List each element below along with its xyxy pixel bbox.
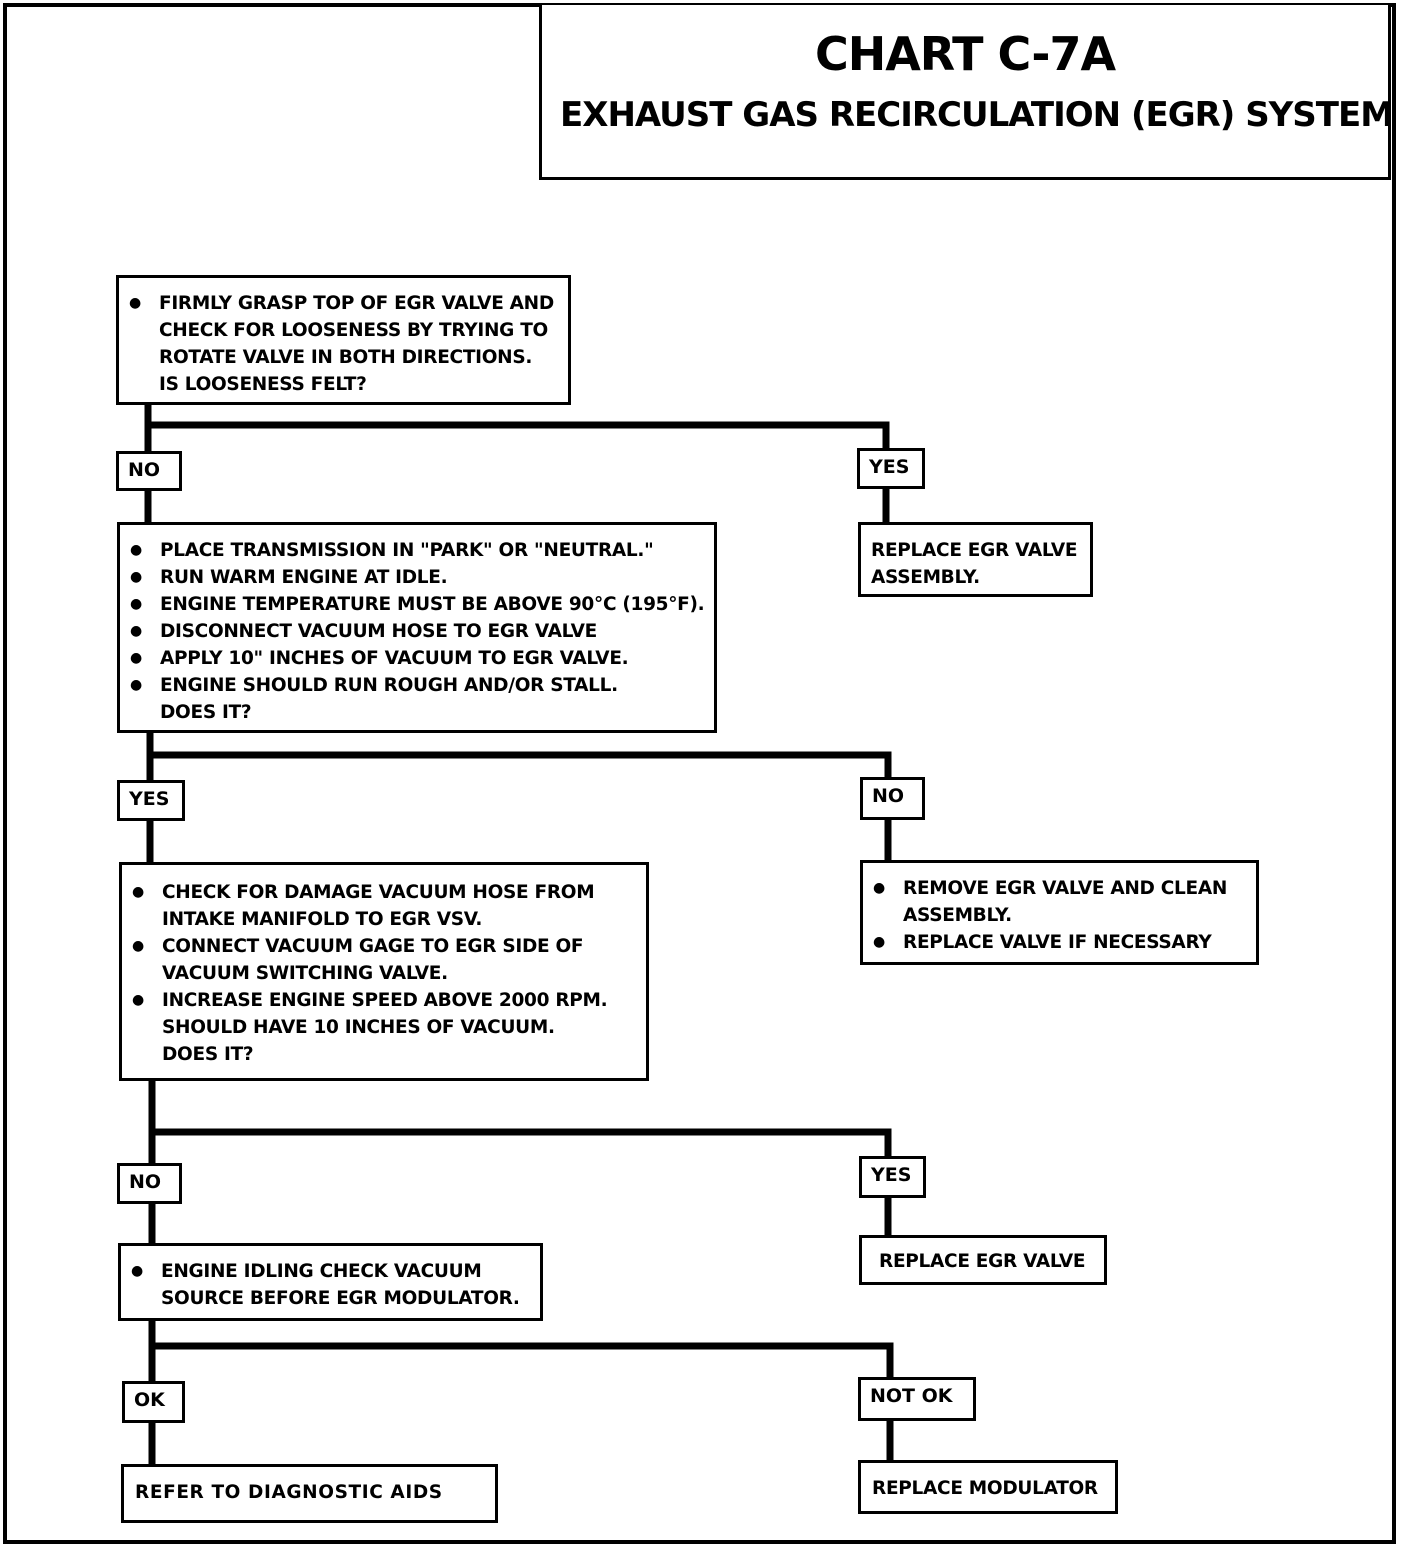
step3-no-label: NO <box>117 1163 182 1204</box>
step1-line: ROTATE VALVE IN BOTH DIRECTIONS. <box>159 347 533 368</box>
connector-step3-yes <box>148 1128 892 1163</box>
step3-item: CHECK FOR DAMAGE VACUUM HOSE FROM INTAKE… <box>122 879 646 933</box>
step3-yes-label: YES <box>859 1156 926 1198</box>
step1-no-label: NO <box>116 451 182 491</box>
result-line: REMOVE EGR VALVE AND CLEAN <box>903 878 1228 899</box>
step3-line: CHECK FOR DAMAGE VACUUM HOSE FROM <box>162 882 595 903</box>
connector-step1-yes <box>144 421 890 456</box>
step2-item: ENGINE SHOULD RUN ROUGH AND/OR STALL. <box>120 672 714 699</box>
step2-item: ENGINE TEMPERATURE MUST BE ABOVE 90°C (1… <box>120 591 714 618</box>
result-line: REFER TO DIAGNOSTIC AIDS <box>135 1482 443 1503</box>
step3-question: DOES IT? <box>162 1044 254 1065</box>
step3-line: INTAKE MANIFOLD TO EGR VSV. <box>162 909 483 930</box>
step2-no-result-box: REMOVE EGR VALVE AND CLEAN ASSEMBLY. REP… <box>860 860 1259 965</box>
step2-item: RUN WARM ENGINE AT IDLE. <box>120 564 714 591</box>
step2-no-label: NO <box>860 777 925 820</box>
step2-box: PLACE TRANSMISSION IN "PARK" OR "NEUTRAL… <box>117 522 717 733</box>
step2-item: APPLY 10" INCHES OF VACUUM TO EGR VALVE. <box>120 645 714 672</box>
step2-question: DOES IT? <box>160 702 252 723</box>
step4-item: ENGINE IDLING CHECK VACUUM SOURCE BEFORE… <box>121 1258 540 1312</box>
step3-line: CONNECT VACUUM GAGE TO EGR SIDE OF <box>162 936 584 957</box>
step1-line: CHECK FOR LOOSENESS BY TRYING TO <box>159 320 548 341</box>
step4-ok-result-box: REFER TO DIAGNOSTIC AIDS <box>121 1464 498 1523</box>
connector-step2-no <box>146 751 892 785</box>
step4-line: ENGINE IDLING CHECK VACUUM <box>161 1261 482 1282</box>
chart-subtitle: EXHAUST GAS RECIRCULATION (EGR) SYSTEM <box>560 95 1394 135</box>
title-box: CHART C-7A EXHAUST GAS RECIRCULATION (EG… <box>539 5 1394 180</box>
result-line: REPLACE EGR VALVE <box>871 540 1078 561</box>
result-item: REPLACE VALVE IF NECESSARY <box>863 929 1256 956</box>
result-line: REPLACE MODULATOR <box>872 1478 1098 1499</box>
step3-line: INCREASE ENGINE SPEED ABOVE 2000 RPM. <box>162 990 608 1011</box>
step4-not-ok-result-box: REPLACE MODULATOR <box>858 1460 1118 1514</box>
step4-ok-label: OK <box>122 1381 185 1423</box>
step1-question: IS LOOSENESS FELT? <box>159 374 367 395</box>
step2-item: DISCONNECT VACUUM HOSE TO EGR VALVE <box>120 618 714 645</box>
connector-step4-notok <box>148 1342 894 1384</box>
step3-yes-result-box: REPLACE EGR VALVE <box>859 1235 1107 1285</box>
result-item: REMOVE EGR VALVE AND CLEAN ASSEMBLY. <box>863 875 1256 929</box>
step2-yes-label: YES <box>117 780 185 821</box>
step1-yes-label: YES <box>857 448 925 489</box>
step3-box: CHECK FOR DAMAGE VACUUM HOSE FROM INTAKE… <box>119 862 649 1081</box>
step3-line: SHOULD HAVE 10 INCHES OF VACUUM. <box>162 1017 555 1038</box>
step1-box: FIRMLY GRASP TOP OF EGR VALVE AND CHECK … <box>116 275 571 405</box>
step3-line: VACUUM SWITCHING VALVE. <box>162 963 448 984</box>
result-line: ASSEMBLY. <box>903 905 1012 926</box>
step2-item: PLACE TRANSMISSION IN "PARK" OR "NEUTRAL… <box>120 537 714 564</box>
result-line: REPLACE EGR VALVE <box>879 1251 1086 1272</box>
result-line: ASSEMBLY. <box>871 567 980 588</box>
step4-box: ENGINE IDLING CHECK VACUUM SOURCE BEFORE… <box>118 1243 543 1321</box>
step1-line: FIRMLY GRASP TOP OF EGR VALVE AND <box>159 293 554 314</box>
step3-item: CONNECT VACUUM GAGE TO EGR SIDE OF VACUU… <box>122 933 646 987</box>
chart-title: CHART C-7A <box>814 27 1116 81</box>
step4-not-ok-label: NOT OK <box>858 1377 976 1421</box>
step1-item: FIRMLY GRASP TOP OF EGR VALVE AND CHECK … <box>119 290 568 398</box>
step3-item: INCREASE ENGINE SPEED ABOVE 2000 RPM. SH… <box>122 987 646 1068</box>
step4-line: SOURCE BEFORE EGR MODULATOR. <box>161 1288 520 1309</box>
step1-yes-result-box: REPLACE EGR VALVE ASSEMBLY. <box>858 522 1093 597</box>
